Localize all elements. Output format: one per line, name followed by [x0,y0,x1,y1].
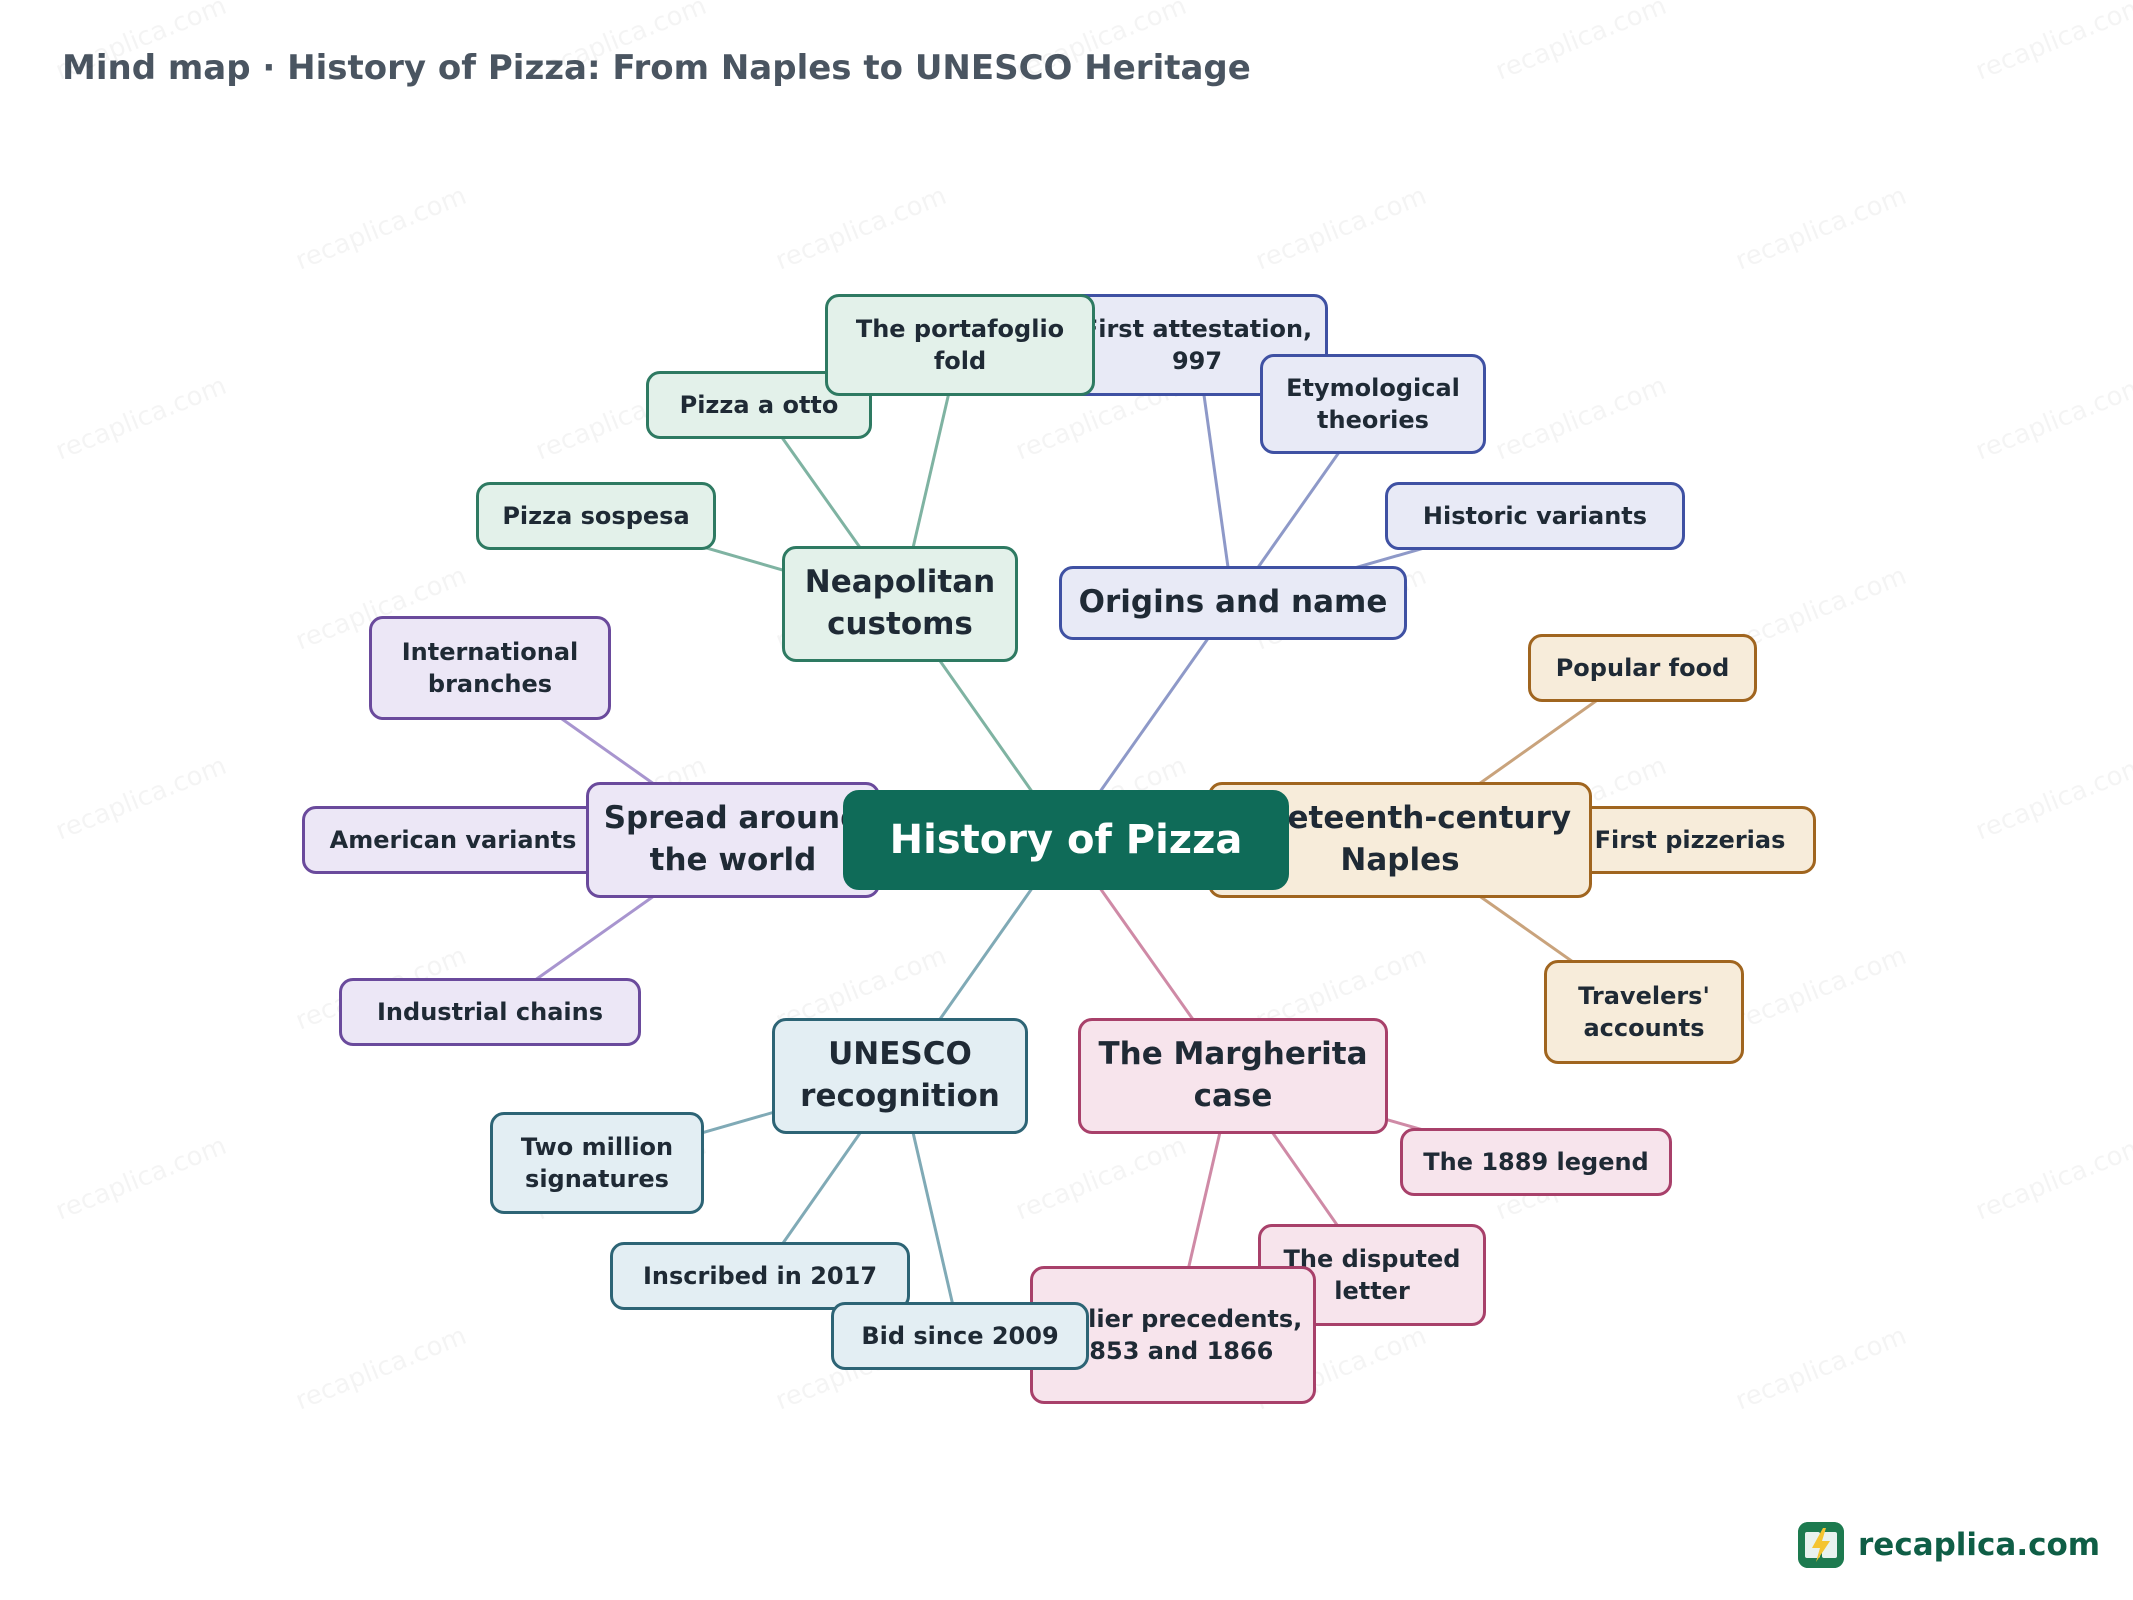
node-label: Popular food [1555,653,1730,682]
node-label: Pizza a otto [679,390,839,419]
node-label: First pizzerias [1594,825,1786,854]
node-label: Travelers' accounts [1578,981,1710,1042]
node-first-pizzerias[interactable]: First pizzerias [1564,806,1816,874]
node-1889-legend[interactable]: The 1889 legend [1400,1128,1672,1196]
node-label: The Margherita case [1098,1036,1368,1114]
node-label: International branches [401,637,579,698]
recaplica-lightning-logo-icon [1798,1522,1844,1568]
node-label: Etymological theories [1286,373,1460,434]
branch-spread-around-the-world[interactable]: Spread around the world [586,782,880,898]
node-portafoglio-fold[interactable]: The portafoglio fold [825,294,1095,396]
node-historic-variants[interactable]: Historic variants [1385,482,1685,550]
node-etymological-theories[interactable]: Etymological theories [1260,354,1486,454]
node-label: The portafoglio fold [855,314,1065,375]
node-industrial-chains[interactable]: Industrial chains [339,978,641,1046]
node-inscribed-2017[interactable]: Inscribed in 2017 [610,1242,910,1310]
recaplica-logo[interactable]: recaplica.com [1798,1522,2100,1568]
node-label: Historic variants [1422,501,1648,530]
node-label: Origins and name [1078,584,1388,621]
node-label: Pizza sospesa [502,501,690,530]
node-pizza-a-otto[interactable]: Pizza a otto [646,371,872,439]
node-label: Two million signatures [520,1132,674,1193]
node-label: First attestation, 997 [1081,314,1313,375]
node-bid-since-2009[interactable]: Bid since 2009 [831,1302,1089,1370]
node-label: Neapolitan customs [804,564,996,642]
node-popular-food[interactable]: Popular food [1528,634,1757,702]
node-travelers-accounts[interactable]: Travelers' accounts [1544,960,1744,1064]
node-label: Bid since 2009 [861,1321,1059,1350]
branch-margherita-case[interactable]: The Margherita case [1078,1018,1388,1134]
node-international-branches[interactable]: International branches [369,616,611,720]
node-two-million-signatures[interactable]: Two million signatures [490,1112,704,1214]
node-label: UNESCO recognition [800,1036,1000,1114]
node-label: American variants [329,825,577,854]
node-pizza-sospesa[interactable]: Pizza sospesa [476,482,716,550]
logo-text: recaplica.com [1858,1527,2101,1563]
branch-neapolitan-customs[interactable]: Neapolitan customs [782,546,1018,662]
root-history-of-pizza[interactable]: History of Pizza [843,790,1289,890]
root-label: History of Pizza [889,817,1243,863]
branch-unesco-recognition[interactable]: UNESCO recognition [772,1018,1028,1134]
page-title: Mind map · History of Pizza: From Naples… [62,48,1251,88]
node-american-variants[interactable]: American variants [302,806,604,874]
node-label: Industrial chains [377,997,603,1026]
node-label: The 1889 legend [1423,1147,1649,1176]
node-label: Inscribed in 2017 [642,1261,878,1290]
branch-origins-and-name[interactable]: Origins and name [1059,566,1407,640]
node-label: The disputed letter [1283,1244,1461,1305]
node-label: Spread around the world [603,800,863,878]
